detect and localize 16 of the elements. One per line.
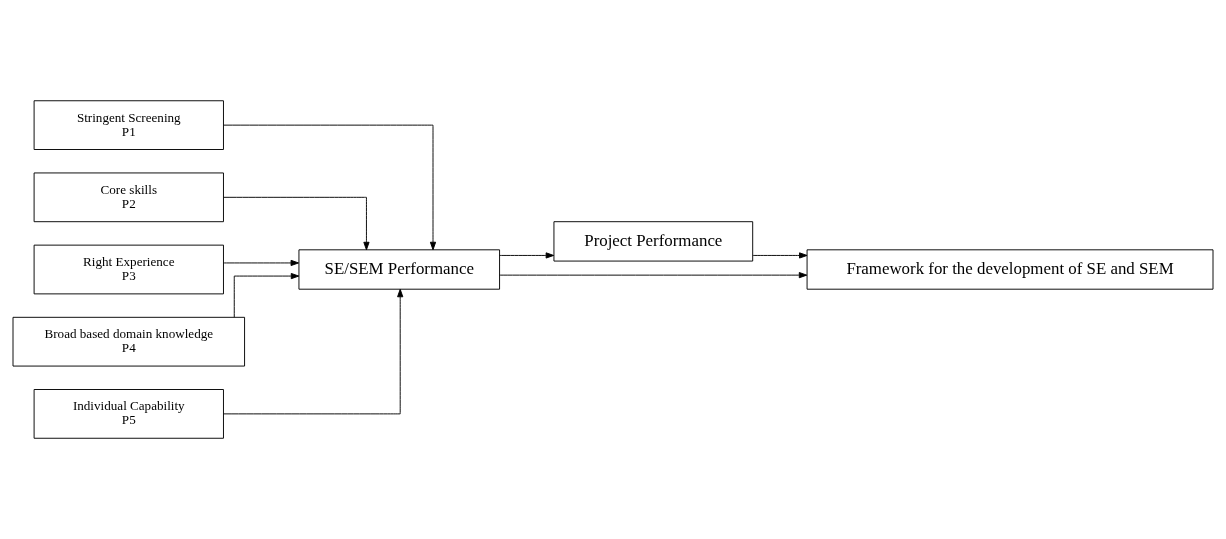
- node-box: Broad based domain knowledge P4: [12, 316, 246, 367]
- arrow: [223, 196, 370, 251]
- arrow: [752, 252, 808, 259]
- node-box: Project Performance: [553, 221, 754, 262]
- arrow: [499, 272, 808, 279]
- arrow: [223, 288, 404, 415]
- node-box: Stringent Screening P1: [33, 100, 224, 150]
- node-box: Core skills P2: [33, 172, 224, 223]
- node-box: Framework for the development of SE and SEM: [806, 249, 1214, 290]
- arrow: [223, 259, 299, 267]
- node-box: SE/SEM Performance: [298, 249, 501, 290]
- arrow: [499, 252, 555, 259]
- arrow: [223, 124, 437, 251]
- node-box: Right Experience P3: [33, 244, 224, 295]
- arrow: [233, 272, 300, 318]
- node-box: Individual Capability P5: [33, 389, 224, 439]
